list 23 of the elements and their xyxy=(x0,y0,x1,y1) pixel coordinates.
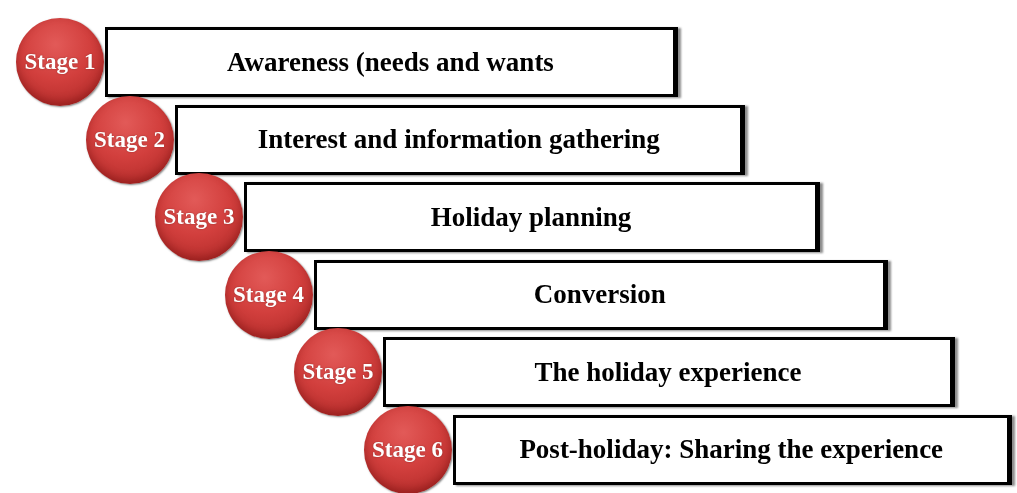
stage-label: Stage 5 xyxy=(302,359,374,385)
step-label: Post-holiday: Sharing the experience xyxy=(519,434,944,465)
step-label: The holiday experience xyxy=(534,356,802,388)
stage-label: Stage 3 xyxy=(163,204,235,230)
step-bar xyxy=(174,104,745,175)
step-bar xyxy=(105,27,678,97)
stage-circle xyxy=(363,405,452,493)
stage-circle xyxy=(224,250,313,339)
step-label: Interest and information gathering xyxy=(257,124,660,155)
stage-label: Stage 1 xyxy=(24,49,96,75)
step-bar xyxy=(452,414,1012,485)
stage-circle xyxy=(294,328,382,416)
step-label: Awareness (needs and wants xyxy=(227,46,554,78)
stage-label: Stage 4 xyxy=(233,281,304,308)
step-label: Conversion xyxy=(533,279,666,310)
stage-label: Stage 2 xyxy=(94,126,165,153)
step-bar xyxy=(244,182,820,252)
stage-circle xyxy=(85,95,174,184)
stage-circle xyxy=(155,173,243,261)
step-label: Holiday planning xyxy=(430,201,632,233)
step-bar xyxy=(313,259,888,330)
step-bar xyxy=(383,337,955,407)
stage-label: Stage 6 xyxy=(372,436,443,463)
